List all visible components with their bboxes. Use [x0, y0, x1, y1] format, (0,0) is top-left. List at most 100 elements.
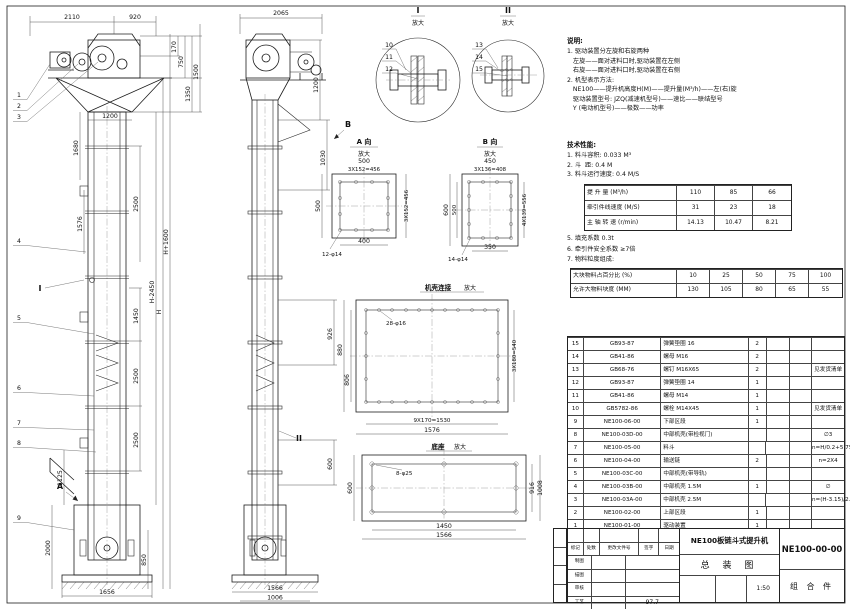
balloon-label: 4 — [17, 238, 21, 245]
detail-zoom-note: 放大 — [412, 19, 424, 27]
bom-weight — [790, 429, 813, 441]
dim-label: 500 — [452, 204, 458, 215]
bom-qty: 1 — [749, 377, 767, 389]
bom-qty: 1 — [749, 390, 767, 402]
role-row: 工艺 97.7 — [568, 596, 679, 609]
bom-qty: 1 — [749, 416, 767, 428]
rev-header: 签字 — [639, 542, 660, 555]
dim-label: 1350 — [185, 86, 192, 102]
bom-row: 12 GB93-87 弹簧垫圈 14 1 — [568, 376, 844, 389]
dim-label: 916 — [529, 482, 536, 494]
bom-code: NE100-02-00 — [584, 507, 662, 519]
sheet-border — [6, 5, 846, 604]
dim-label: H+1600 — [163, 229, 170, 255]
bom-no: 7 — [568, 442, 584, 454]
dim-label: 9X170=1530 — [414, 418, 451, 424]
value-cell: 80 — [743, 284, 776, 297]
bom-qty: 2 — [749, 364, 767, 376]
bom-name: 螺钉 M16X65 — [661, 364, 749, 376]
bom-row: 5 NE100-03C-00 中部机壳(带导轨) — [568, 467, 844, 480]
row-label: 牵引件线速度 (M/S) — [585, 201, 677, 215]
bom-name: 弹簧垫圈 16 — [661, 338, 749, 350]
bom-material — [767, 416, 791, 428]
dim-label: 3X152=456 — [348, 167, 381, 173]
balloon-label: 11 — [385, 54, 393, 61]
bom-qty: 2 — [749, 455, 767, 467]
notes-block: 说明: 1. 驱动装置分左旋和右旋两种 左旋——面对进料口时,驱动装置在左侧 右… — [567, 36, 843, 114]
bom-remark: n=2X4 — [818, 458, 838, 464]
bom-weight — [790, 494, 813, 506]
rev-header: 更改文件号 — [600, 542, 640, 555]
rev-header: 处数 — [584, 542, 600, 555]
bom-remark: ∅ — [825, 484, 831, 490]
signature-cell — [592, 596, 626, 609]
view-a-marker: A — [57, 482, 64, 491]
balloon-label: 7 — [17, 420, 21, 427]
dim-label: 4X139=556 — [522, 193, 528, 226]
view-title: 底座 — [431, 442, 445, 451]
bom-material — [766, 442, 791, 454]
bom-remark: n=H/0.2+5.75 — [812, 445, 850, 451]
bom-material — [767, 338, 791, 350]
title-block-right: NE100-00-00 组 合 件 — [780, 529, 844, 602]
value-cell: 130 — [677, 284, 710, 297]
value-cell: 18 — [768, 205, 776, 211]
bom-no: 1 — [568, 520, 584, 532]
detail-i-view: I 放大 10 11 12 — [375, 6, 461, 123]
dim-label: 400 — [358, 238, 370, 245]
bom-row: 1 NE100-01-00 驱动装置 1 — [568, 519, 844, 532]
bom-code: NE100-03B-00 — [584, 481, 662, 493]
value-cell: 65 — [776, 284, 809, 297]
bom-qty: 1 — [749, 481, 767, 493]
bom-code: NE100-03D-00 — [584, 429, 662, 441]
balloon-label: 14 — [475, 54, 483, 61]
view-zoom-note: 放大 — [454, 443, 466, 451]
dim-label: 600 — [443, 204, 450, 216]
date-cell — [626, 556, 680, 569]
bom-remark: n=(H-3.15)/2.5 — [812, 497, 850, 503]
bom-name: 中部机壳 2.5M — [661, 494, 749, 506]
bom-qty — [749, 468, 767, 480]
dim-label: 600 — [327, 458, 334, 470]
bom-remark — [812, 390, 844, 402]
bom-material — [767, 455, 791, 467]
dim-label: 3X180=540 — [512, 339, 518, 372]
row-label: 大块物料占百分比 (%) — [571, 270, 677, 283]
bom-material — [767, 481, 791, 493]
row-label: 主 轴 转 速 (r/min) — [585, 216, 677, 230]
casing-joint-view: 机壳连接 放大 880 806 3X180=540 28-φ16 9X170=1… — [337, 283, 518, 435]
signature-cell — [592, 583, 626, 596]
role-label: 审核 — [568, 583, 592, 596]
value-cell: 50 — [743, 270, 776, 283]
view-b-marker: B — [345, 120, 351, 129]
bom-qty — [749, 442, 767, 454]
lump-row: 允许大物料块度 (MM) 130 105 80 65 55 — [571, 283, 842, 297]
bom-name: 螺母 M16 — [661, 351, 749, 363]
detail-i-marker: I — [39, 284, 42, 293]
dim-label: 1576 — [77, 216, 84, 232]
rev-cell — [600, 529, 640, 542]
scale-row: 1:50 — [680, 576, 779, 602]
bom-remark — [812, 377, 844, 389]
tech-item: 6. 牵引件安全系数 ≥7倍 — [567, 245, 636, 253]
bom-row: 6 NE100-04-00 输送链 2 n=2X4 — [568, 454, 844, 467]
note-line: 左旋——面对进料口时,驱动装置在左侧 — [567, 57, 681, 65]
title-block-margin-boxes — [553, 528, 567, 603]
balloon-label: 9 — [17, 515, 21, 522]
row-label: 允许大物料块度 (MM) — [571, 284, 677, 297]
bom-no: 4 — [568, 481, 584, 493]
dim-label: 2000 — [45, 540, 52, 556]
bom-no: 6 — [568, 455, 584, 467]
view-zoom-note: 放大 — [484, 150, 496, 158]
bom-weight — [790, 377, 813, 389]
bom-weight — [790, 351, 813, 363]
stage-mark-cell — [680, 576, 716, 602]
bom-name: 下部区段 — [661, 416, 749, 428]
bom-name: 输送链 — [661, 455, 749, 467]
bom-material — [767, 377, 791, 389]
row-label: 提 升 量 (M³/h) — [585, 186, 677, 200]
holes-label: 28-φ16 — [386, 321, 406, 327]
detail-zoom-note: 放大 — [502, 19, 514, 27]
bom-row: 15 GB93-87 弹簧垫圈 16 2 — [568, 337, 844, 350]
